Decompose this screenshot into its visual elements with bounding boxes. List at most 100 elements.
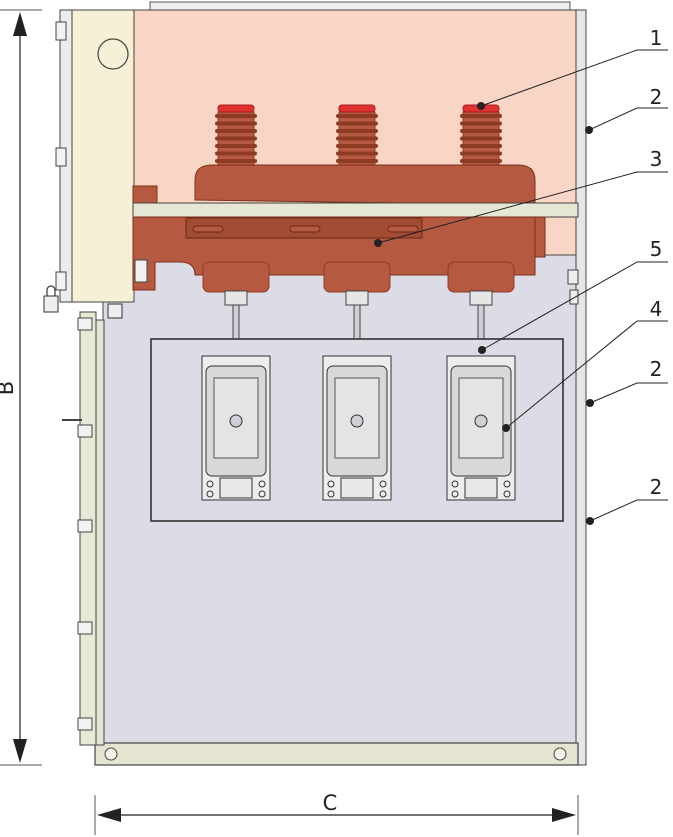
insulator-shed (460, 151, 502, 156)
callout-2b: 2 (586, 357, 668, 407)
callout-2a-label: 2 (650, 85, 663, 109)
insulator-shed (336, 121, 378, 126)
housing-right-tab (534, 216, 546, 258)
bushing-fitting (224, 290, 248, 306)
mounting-plate (132, 202, 579, 218)
ct-base-hole (451, 480, 459, 488)
ct-base-hole (503, 480, 511, 488)
insulator-shed (215, 129, 257, 133)
insulator-shed (460, 136, 502, 141)
insulator-cap (338, 104, 376, 113)
dim-b-label: B (0, 381, 18, 395)
left-bracket (134, 259, 148, 283)
ct-base-hole (379, 480, 387, 488)
current-transformer-2 (322, 355, 392, 501)
upper-hinge-3 (55, 271, 67, 291)
insulator-shed (460, 114, 502, 118)
lower-hinge-4 (77, 621, 93, 635)
housing-upper (194, 164, 536, 206)
bushing-fitting (345, 290, 369, 306)
lower-hinge-2 (77, 424, 93, 438)
lower-hinge-5 (77, 717, 93, 731)
callout-1: 1 (477, 26, 668, 110)
right-fitting-2 (569, 289, 579, 305)
insulator-shed (336, 114, 378, 118)
ct-bolt (350, 414, 364, 428)
callout-4: 4 (502, 297, 668, 432)
current-transformers (201, 355, 516, 501)
insulator-shed (215, 121, 257, 126)
lower-door (62, 311, 105, 746)
lower-hinge-1 (77, 317, 93, 331)
callout-5-leader (481, 261, 638, 351)
dim-b-arrow-bottom (13, 739, 27, 763)
lower-hinge-3 (77, 519, 93, 533)
insulator-shed (336, 151, 378, 156)
ct-base-hole (503, 490, 511, 498)
lower-door-edge (95, 319, 105, 746)
ct-base (219, 477, 253, 499)
door-latch (107, 303, 123, 319)
bushing-head (447, 261, 515, 293)
ct-base-hole (206, 480, 214, 488)
top-cover (149, 1, 571, 11)
insulator-shed (215, 136, 257, 141)
dimension-width: C (94, 791, 579, 835)
bushing-head (202, 261, 270, 293)
callout-4-label: 4 (650, 297, 663, 321)
ct-base-hole (327, 490, 335, 498)
right-fittings (567, 269, 579, 305)
callout-2a-leader (588, 107, 638, 131)
upper-door-round-window (97, 38, 129, 70)
rail-slot-1 (192, 225, 224, 233)
rail-slot-3 (387, 225, 419, 233)
callout-2b-leader (589, 382, 638, 404)
insulator-3 (460, 104, 502, 169)
callout-3-label: 3 (650, 147, 663, 171)
insulator-shed (215, 159, 257, 163)
upper-door (43, 9, 135, 319)
upper-hinge-2 (55, 147, 67, 167)
padlock-body (43, 295, 59, 313)
insulator-shed (460, 129, 502, 133)
busbar-insulators (215, 104, 502, 169)
callout-2c-label: 2 (650, 475, 663, 499)
insulator-shed (336, 144, 378, 148)
callouts: 1 2 3 5 4 2 (374, 26, 668, 525)
insulator-shed (336, 136, 378, 141)
insulator-cap (217, 104, 255, 113)
rail-slot-2 (289, 225, 321, 233)
dim-c-label: C (323, 791, 338, 815)
bushing-fitting (469, 290, 493, 306)
ct-base-hole (258, 480, 266, 488)
insulator-shed (215, 151, 257, 156)
ct-base (340, 477, 374, 499)
dim-c-arrow-left (97, 808, 121, 822)
callout-1-leader (480, 49, 638, 107)
insulator-shed (460, 144, 502, 148)
callout-4-leader (505, 320, 638, 429)
callout-5-label: 5 (650, 237, 663, 261)
padlock-shackle (46, 285, 56, 296)
ct-base-hole (206, 490, 214, 498)
ct-base-hole (451, 490, 459, 498)
insulator-shed (460, 159, 502, 163)
upper-hinge-1 (55, 21, 67, 41)
ct-bolt (229, 414, 243, 428)
ct-base (464, 477, 498, 499)
callout-2b-label: 2 (650, 357, 663, 381)
dim-b-arrow-top (13, 12, 27, 36)
insulator-shed (215, 144, 257, 148)
base-bolt-right (553, 747, 567, 761)
callout-1-label: 1 (650, 26, 663, 50)
insulator-1 (215, 104, 257, 169)
insulator-shed (336, 129, 378, 133)
ct-base-hole (327, 480, 335, 488)
current-transformer-1 (201, 355, 271, 501)
insulator-shed (336, 159, 378, 163)
callout-2c: 2 (586, 475, 668, 525)
right-side-frame (575, 9, 587, 766)
base-bolt-left (104, 747, 118, 761)
callout-2a: 2 (585, 85, 668, 134)
